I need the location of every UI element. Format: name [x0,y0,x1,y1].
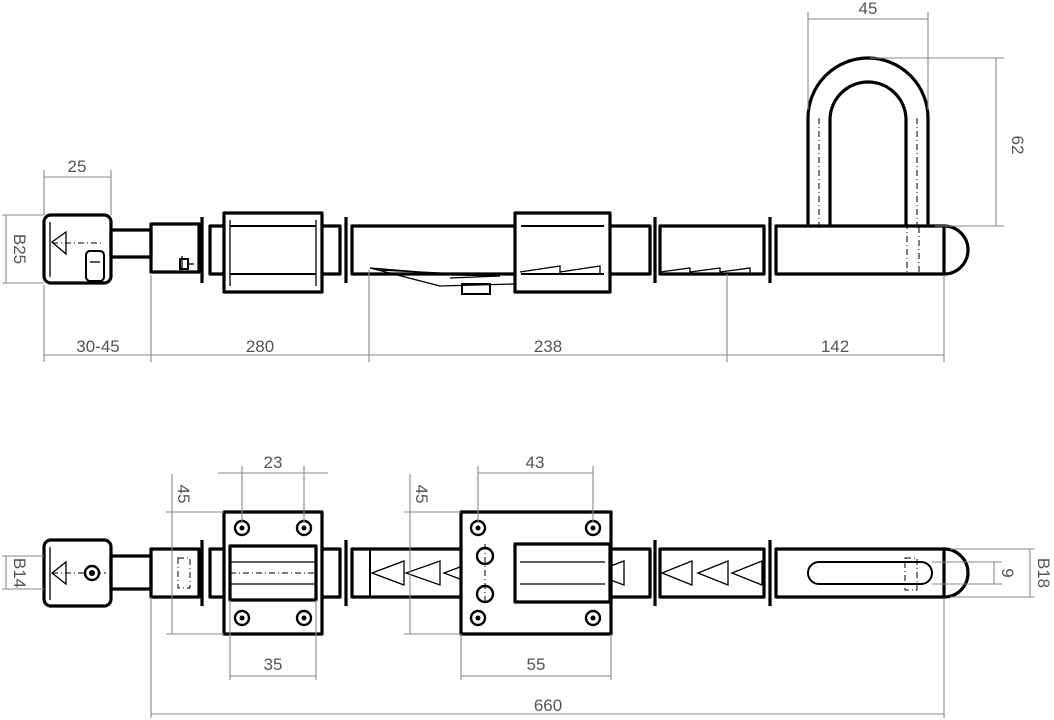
side-connector [109,222,201,274]
top-view: 23 43 45 45 35 [2,453,1053,718]
side-knob [42,213,113,285]
top-connector [109,547,201,599]
dim-bolt-diameter: B18 [950,548,1053,598]
top-bracket-2 [459,510,613,636]
side-shackle [806,56,930,228]
dim-knob-diameter: B25 [2,214,44,284]
dim-bracket-2-height: 45 [404,474,461,635]
dim-slot-width: 9 [932,561,1017,585]
dim-text-bracket-2-holes: 43 [526,453,545,472]
dim-text-segment-1: 280 [246,337,274,356]
top-knob [42,538,113,608]
dim-text-shackle-width: 45 [859,0,878,18]
dim-bracket-1-height: 45 [166,474,224,635]
dim-text-bracket-1-holes: 23 [264,453,283,472]
dim-text-segment-2: 238 [534,337,562,356]
dim-text-bracket-2-height: 45 [412,485,431,504]
dim-text-bolt-diameter: B18 [1034,558,1053,588]
dim-text-knob-width: 25 [68,157,87,176]
dim-text-segment-3: 142 [821,337,849,356]
dim-text-bracket-1-height: 45 [174,485,193,504]
dim-text-bracket-2-width: 55 [527,655,546,674]
dim-text-total-length: 660 [534,696,562,715]
dim-bracket-1-width: 35 [229,600,317,680]
side-bracket-1 [222,211,324,294]
dim-shackle-height: 62 [870,57,1027,227]
dim-text-slot-width: 9 [998,568,1017,577]
dim-text-knob-diameter: B25 [10,234,29,264]
dim-text-bracket-1-width: 35 [264,655,283,674]
side-view: 45 62 25 B25 [2,0,1027,362]
dim-total-length: 660 [150,597,945,718]
dim-bracket-2-holes: 43 [477,453,594,522]
dim-shackle-width: 45 [807,0,929,110]
dim-knob-width: 25 [43,157,112,215]
top-bracket-1 [222,510,324,636]
dim-text-shackle-height: 62 [1008,136,1027,155]
dim-bracket-2-width: 55 [460,634,612,680]
dim-bracket-1-holes: 23 [218,453,328,522]
dim-top-knob-diameter: B14 [2,555,44,590]
side-bracket-2 [369,211,751,295]
dim-side-chain: 30-45 280 238 142 [43,270,945,362]
dim-text-top-knob-diameter: B14 [10,558,29,588]
dim-text-knob-length: 30-45 [76,337,119,356]
